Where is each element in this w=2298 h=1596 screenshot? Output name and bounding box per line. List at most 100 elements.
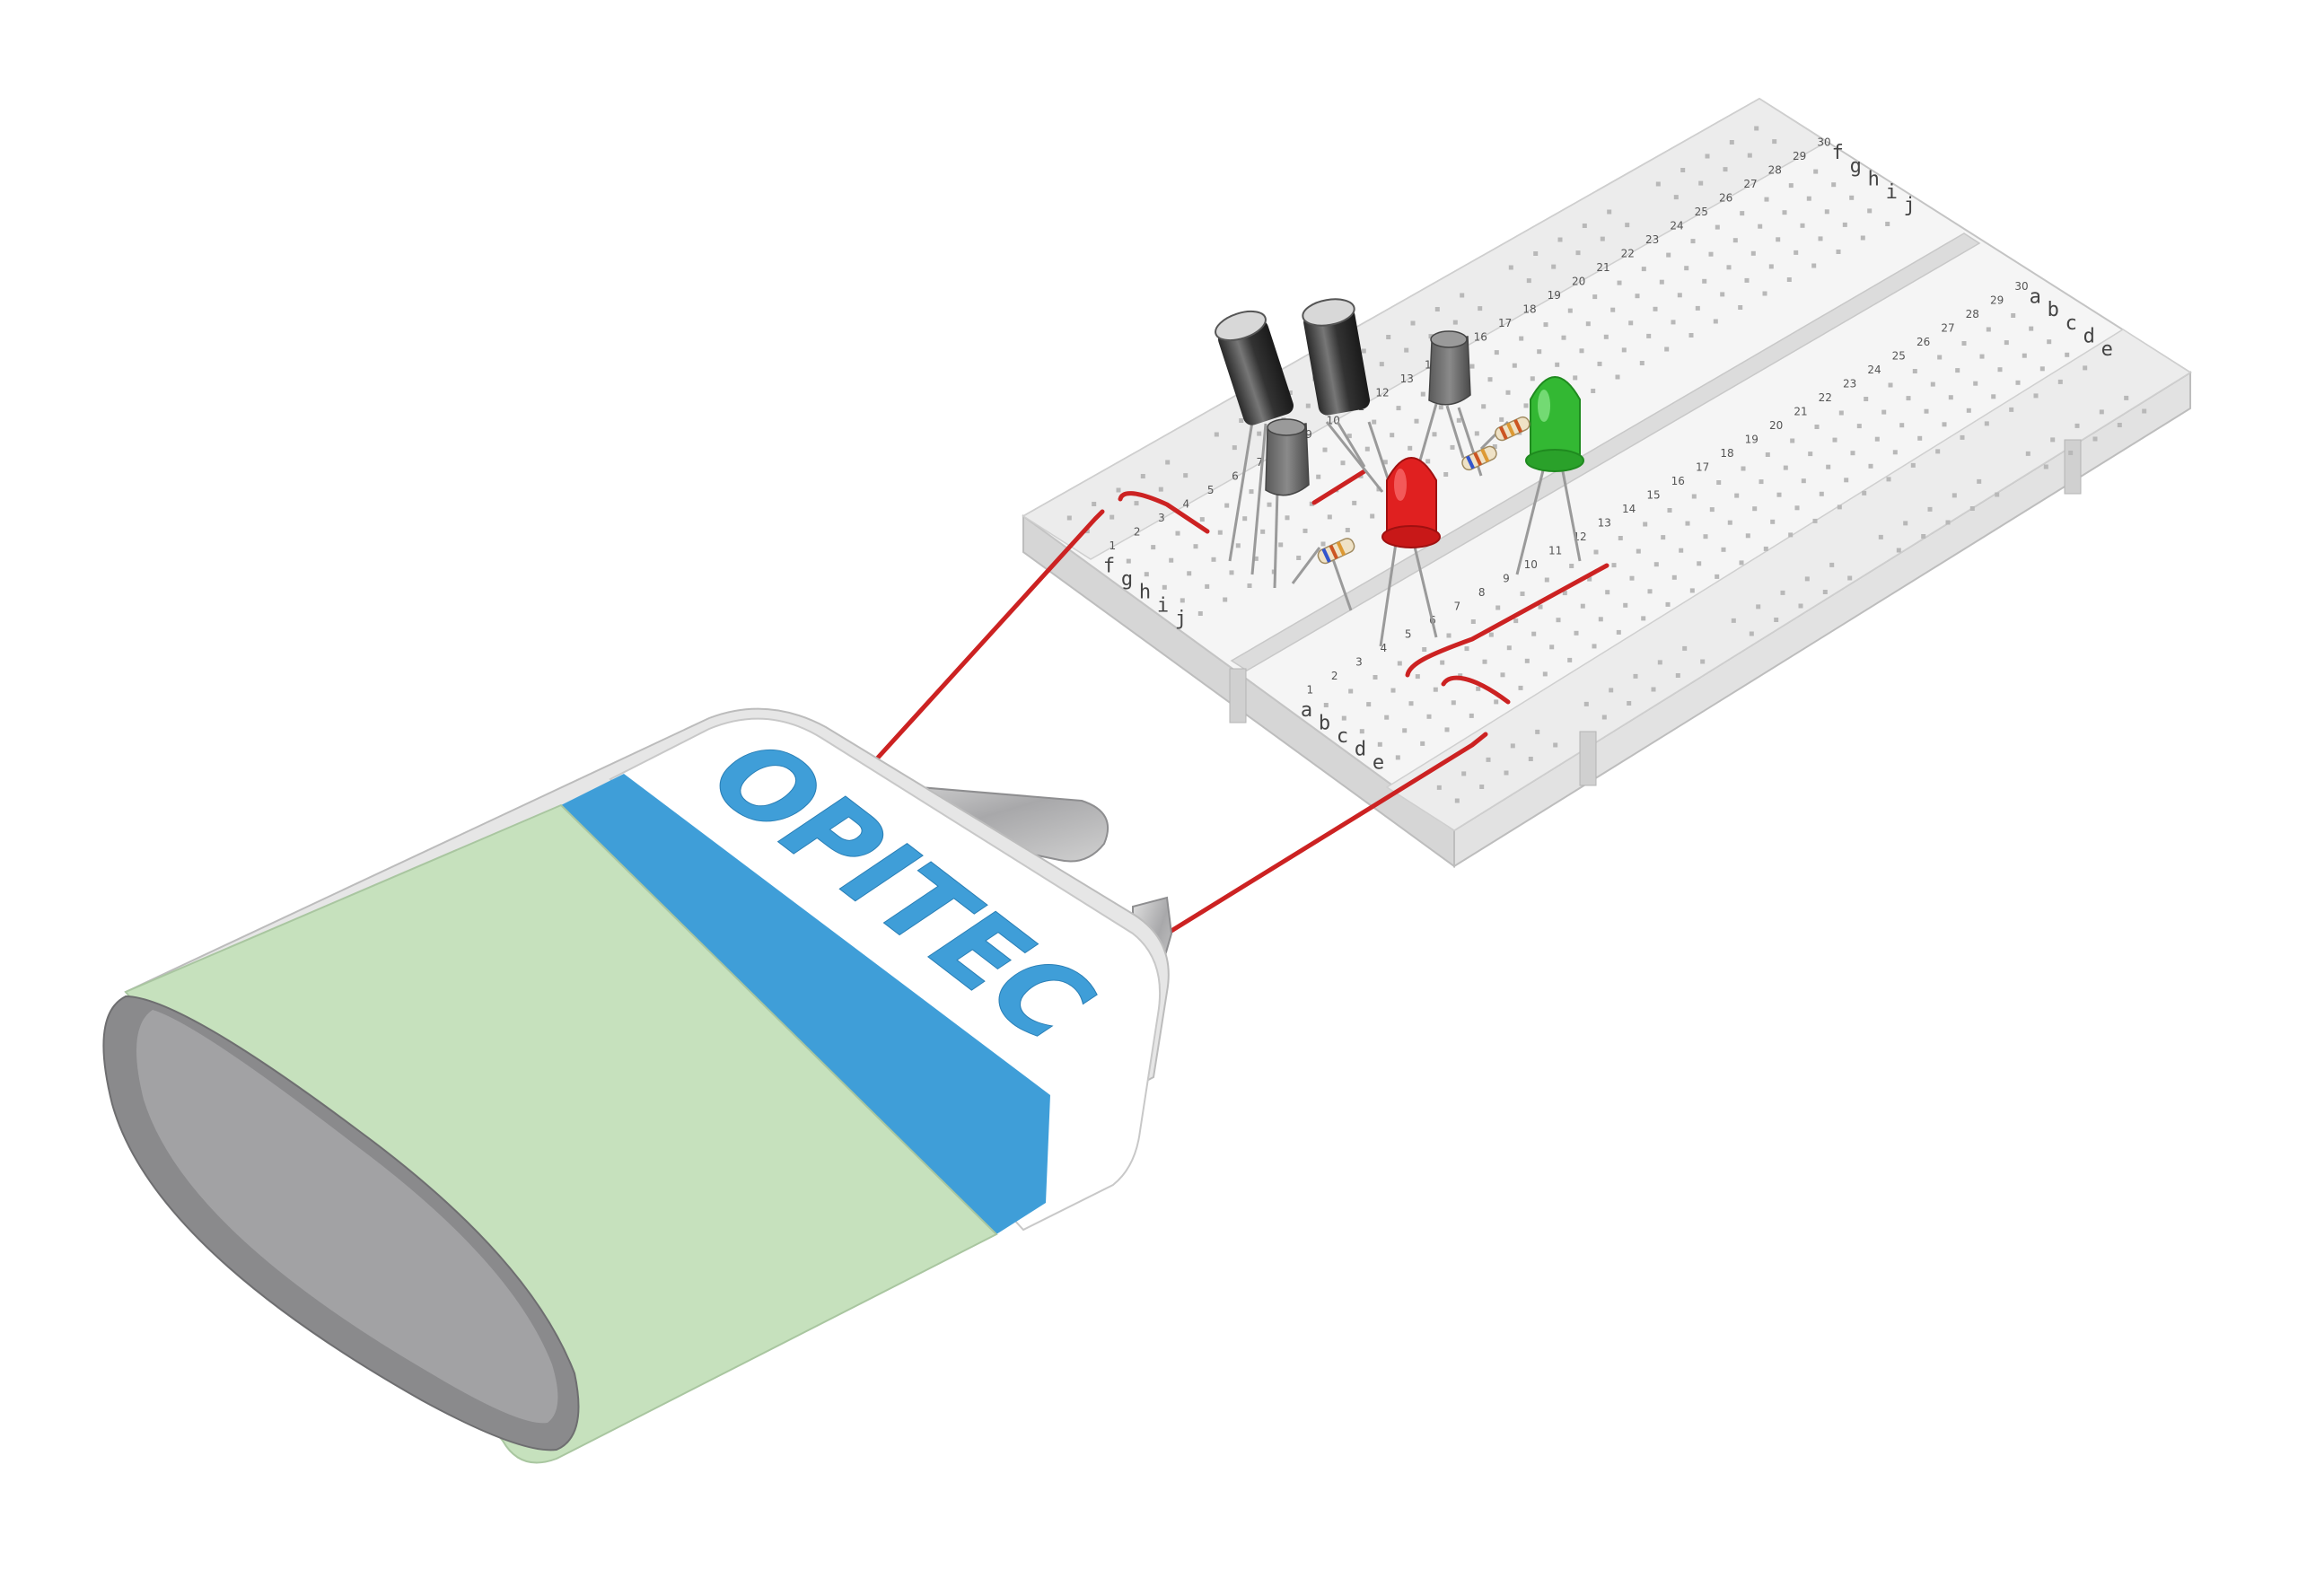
breadboard-hole: [1436, 785, 1442, 790]
column-number: 23: [1645, 233, 1659, 246]
breadboard-hole: [1814, 425, 1820, 429]
column-number: 15: [1646, 488, 1660, 501]
breadboard-hole: [1323, 703, 1329, 707]
breadboard-hole: [1583, 701, 1589, 706]
breadboard-hole: [1752, 506, 1758, 512]
breadboard-hole: [1193, 544, 1198, 549]
breadboard-hole: [2033, 393, 2039, 399]
breadboard-column-numbers: 1122334455667788991010111112121313141415…: [1109, 136, 2028, 697]
breadboard-hole: [1555, 362, 1560, 367]
breadboard-hole: [1924, 408, 1929, 414]
breadboard-hole: [1667, 508, 1672, 513]
breadboard-hole: [1837, 504, 1842, 510]
breadboard-hole: [1587, 576, 1592, 582]
breadboard-hole: [1910, 462, 1916, 468]
breadboard-hole: [1847, 575, 1853, 581]
breadboard-hole: [1849, 195, 1855, 200]
breadboard-hole: [1531, 631, 1537, 636]
breadboard-hole: [1659, 279, 1664, 285]
breadboard-hole: [1628, 320, 1634, 326]
row-letter: j: [1175, 608, 1187, 630]
breadboard-hole: [1506, 645, 1512, 651]
breadboard-hole: [1800, 223, 1805, 228]
column-number: 6: [1232, 470, 1239, 483]
breadboard-hole: [1991, 394, 1996, 399]
breadboard-hole: [1479, 785, 1485, 789]
breadboard-hole: [1287, 390, 1293, 395]
breadboard-hole: [1327, 514, 1332, 520]
breadboard-hole: [1856, 424, 1862, 429]
breadboard-hole: [1636, 548, 1641, 554]
breadboard-hole: [1519, 336, 1524, 341]
breadboard-hole: [1415, 674, 1420, 680]
breadboard-hole: [1768, 264, 1774, 269]
column-number: 29: [1793, 150, 1806, 162]
breadboard-hole: [1774, 618, 1779, 622]
breadboard-hole: [1549, 645, 1555, 650]
breadboard-hole: [2009, 407, 2014, 412]
breadboard-hole: [1169, 557, 1174, 563]
column-number: 17: [1696, 460, 1709, 473]
breadboard-hole: [1629, 575, 1635, 581]
breadboard-hole: [1979, 354, 1985, 359]
breadboard-hole: [1199, 517, 1205, 522]
breadboard-hole: [1348, 688, 1354, 694]
breadboard-hole: [1487, 377, 1493, 382]
row-letter: h: [1139, 582, 1151, 604]
column-number: 16: [1671, 475, 1685, 487]
breadboard-hole: [1952, 493, 1957, 498]
breadboard-hole: [1794, 250, 1799, 255]
breadboard-hole: [1641, 616, 1646, 621]
breadboard-hole: [1732, 238, 1738, 243]
breadboard-hole: [1585, 321, 1591, 327]
jumper-wire: [1311, 469, 1367, 505]
column-number: 4: [1380, 642, 1387, 654]
breadboard-hole: [1754, 126, 1759, 131]
breadboard-hole: [1885, 222, 1890, 226]
breadboard-hole: [1808, 452, 1813, 457]
breadboard-hole: [1605, 590, 1610, 595]
breadboard-hole: [1762, 291, 1767, 296]
column-number: 19: [1548, 289, 1561, 302]
resistor-icon: [1495, 416, 1531, 442]
breadboard-hole: [1657, 660, 1662, 665]
breadboard-hole: [1684, 266, 1689, 271]
jumper-wire: [1405, 563, 1609, 678]
breadboard-hole: [1575, 250, 1581, 256]
breadboard-hole: [1818, 236, 1823, 241]
breadboard-hole: [1969, 506, 1975, 511]
column-number: 4: [1182, 498, 1189, 511]
breadboard-hole: [1512, 363, 1517, 368]
breadboard-hole: [1708, 251, 1714, 257]
breadboard-hole: [1451, 700, 1456, 706]
breadboard-hole: [1671, 320, 1676, 325]
breadboard-hole: [1921, 534, 1926, 539]
breadboard-hole: [1567, 308, 1573, 313]
breadboard-hole: [1597, 361, 1602, 366]
breadboard-hole: [1862, 490, 1867, 495]
breadboard-hole: [1440, 660, 1445, 665]
components: [1215, 298, 1584, 647]
breadboard-hole: [1727, 520, 1732, 525]
row-letter: j: [1904, 195, 1916, 217]
breadboard-hole: [1798, 603, 1803, 609]
breadboard-hole: [1481, 404, 1487, 409]
breadboard-hole: [1580, 603, 1585, 609]
breadboard-hole: [1229, 570, 1234, 575]
breadboard-hole: [1567, 657, 1573, 662]
breadboard-hole: [1162, 584, 1167, 590]
column-number: 3: [1158, 512, 1165, 524]
breadboard-hole: [1542, 671, 1548, 677]
row-letter: c: [1337, 725, 1348, 748]
column-number: 7: [1256, 456, 1263, 469]
breadboard-hole: [1520, 592, 1525, 596]
breadboard-hole: [1508, 265, 1513, 270]
breadboard-hole: [1984, 421, 1989, 426]
breadboard-hole: [1533, 251, 1539, 256]
column-number: 18: [1720, 447, 1733, 460]
breadboard-hole: [1860, 235, 1865, 241]
column-number: 25: [1892, 349, 1906, 362]
component-legs: [1228, 403, 1582, 647]
column-number: 13: [1598, 516, 1611, 529]
